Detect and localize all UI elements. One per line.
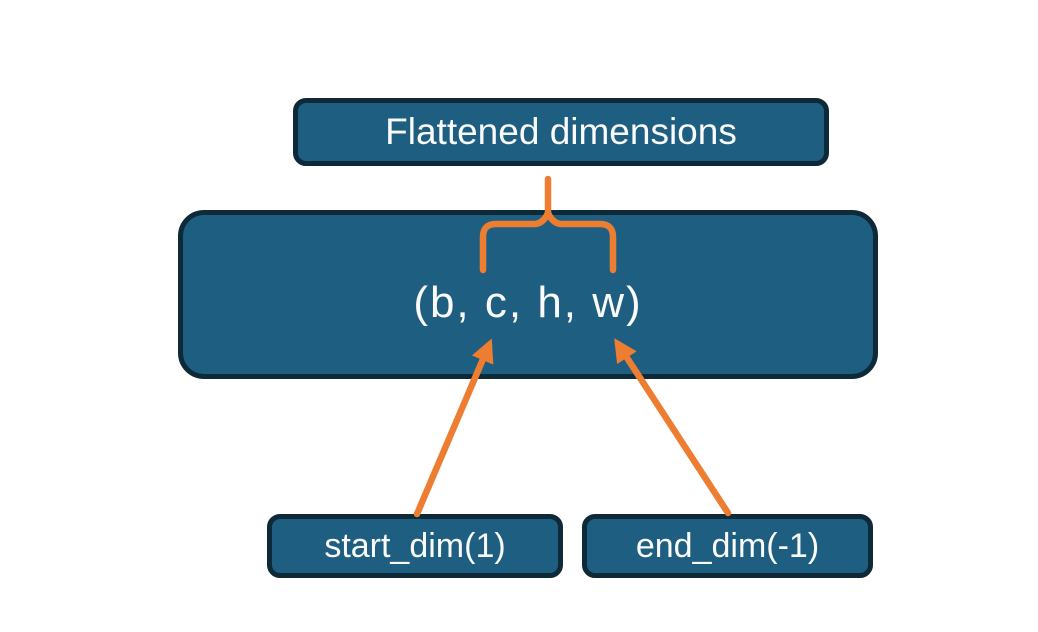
flattened-dimensions-label: Flattened dimensions [385, 111, 737, 152]
flattened-dimensions-box: Flattened dimensions [293, 98, 829, 166]
start-dim-label: start_dim(1) [324, 526, 506, 565]
start-dim-box: start_dim(1) [267, 514, 563, 578]
end-dim-label: end_dim(-1) [635, 526, 820, 565]
tensor-shape-box: (b, c, h, w) [178, 210, 878, 379]
tensor-shape-label: (b, c, h, w) [413, 277, 643, 327]
end-dim-box: end_dim(-1) [582, 514, 873, 578]
